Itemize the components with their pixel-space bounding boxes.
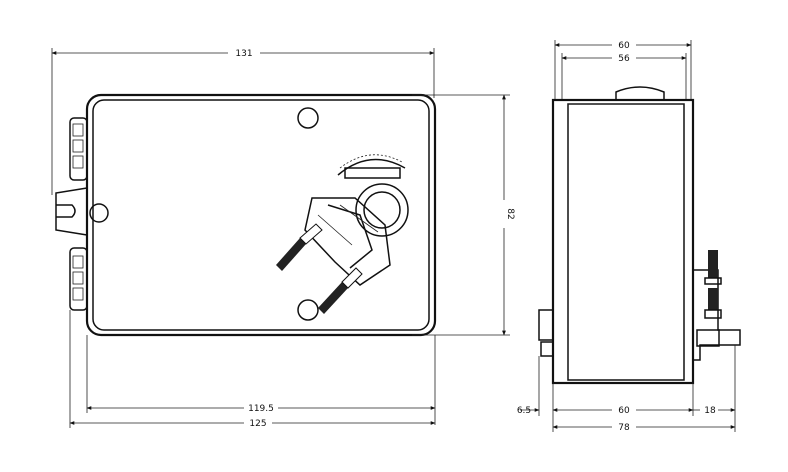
dimension-18: 18 xyxy=(693,345,736,432)
dimension-60-top: 60 xyxy=(554,40,692,100)
dimension-56: 56 xyxy=(561,53,687,100)
actuator-body-outer xyxy=(85,93,437,337)
dim-label-78: 78 xyxy=(618,423,630,433)
dimension-82: 82 xyxy=(412,94,515,336)
cable-gland-bottom xyxy=(69,247,88,311)
dimension-78: 78 xyxy=(552,423,736,433)
side-stud-lower xyxy=(704,288,722,319)
dim-label-60-bottom: 60 xyxy=(618,406,630,416)
top-knob xyxy=(615,86,665,100)
dim-label-56: 56 xyxy=(618,54,630,64)
mounting-hole-top xyxy=(297,107,319,129)
dim-label-18: 18 xyxy=(704,406,716,416)
front-view: 131 xyxy=(51,48,515,429)
dim-label-125: 125 xyxy=(249,419,266,429)
right-bracket xyxy=(693,269,741,361)
shaft-clamp xyxy=(304,154,409,286)
dimension-125: 125 xyxy=(69,310,436,429)
side-body-inner xyxy=(567,103,685,381)
cable-gland-top xyxy=(69,117,88,181)
dim-label-119-5: 119.5 xyxy=(248,404,274,414)
side-view: 60 56 xyxy=(517,40,741,433)
mounting-tab xyxy=(55,187,109,236)
dimension-6-5: 6.5 xyxy=(517,356,540,416)
dimension-131: 131 xyxy=(51,48,435,195)
dim-label-82: 82 xyxy=(505,208,515,219)
dim-label-131: 131 xyxy=(235,49,252,59)
side-body-outer xyxy=(551,98,695,385)
dim-label-6-5: 6.5 xyxy=(517,406,531,416)
dimension-60-bottom: 60 xyxy=(552,383,694,432)
actuator-body-inner xyxy=(92,99,430,331)
side-stud-upper xyxy=(704,250,722,285)
threaded-stud-lower xyxy=(318,267,363,314)
mounting-hole-bottom xyxy=(297,299,319,321)
dimension-119-5: 119.5 xyxy=(86,335,436,425)
dim-label-60-top: 60 xyxy=(618,41,630,51)
left-flange xyxy=(538,309,554,357)
threaded-stud-upper xyxy=(276,223,323,271)
